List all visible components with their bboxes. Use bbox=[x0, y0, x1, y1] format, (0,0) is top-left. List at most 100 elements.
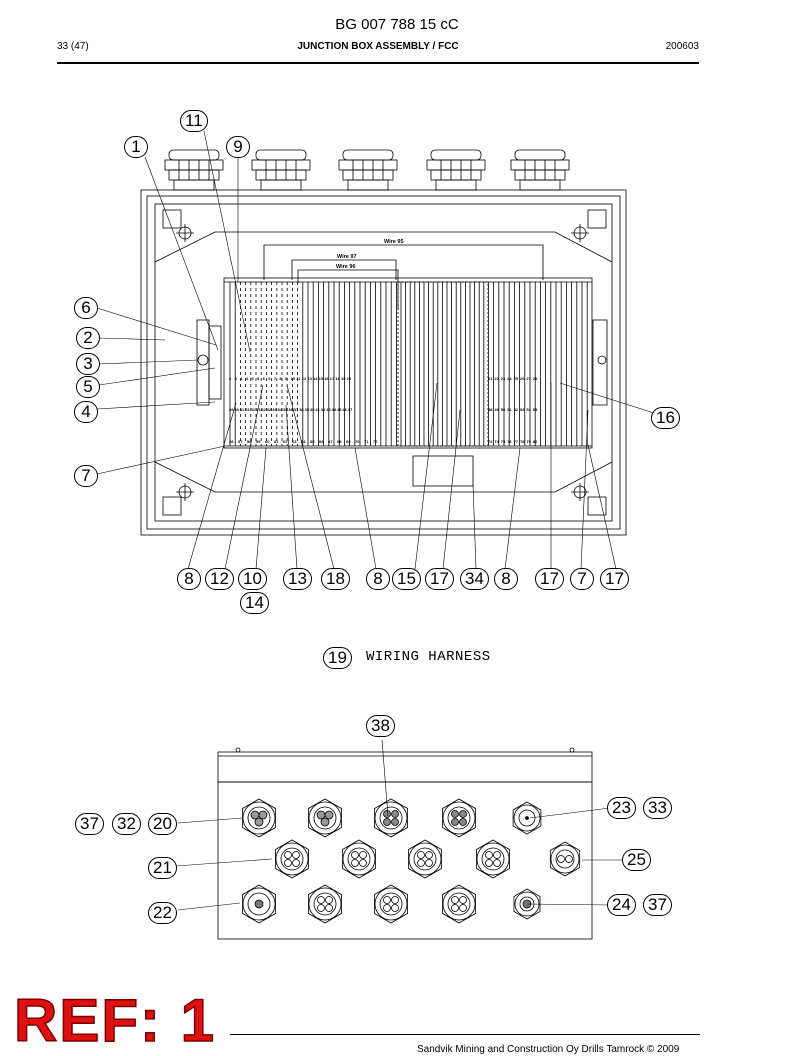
document-date: 200603 bbox=[665, 41, 699, 52]
cable-gland-front-13 bbox=[374, 884, 408, 924]
cable-gland-front-12 bbox=[308, 884, 342, 924]
terminal-label: 21 bbox=[488, 376, 493, 381]
callout-17b: 17 bbox=[535, 568, 564, 590]
wire-96-label: Wire 96 bbox=[336, 264, 356, 270]
header-row: 33 (47) JUNCTION BOX ASSEMBLY / FCC 2006… bbox=[57, 41, 699, 55]
junction-box-front-view bbox=[217, 747, 593, 940]
header-rule bbox=[57, 62, 699, 64]
inner-chamfer-bottom bbox=[154, 461, 613, 493]
wire-95-label: Wire 95 bbox=[384, 239, 404, 245]
terminal-label: 52 bbox=[514, 407, 519, 412]
terminal-label: 72 bbox=[373, 439, 378, 444]
terminal-label: 23 bbox=[501, 376, 506, 381]
terminal-label: 80 bbox=[533, 439, 538, 444]
callout-33: 33 bbox=[643, 797, 672, 819]
cable-gland-top-4 bbox=[426, 149, 486, 191]
wiring-harness-label: WIRING HARNESS bbox=[366, 649, 491, 665]
box-body bbox=[217, 781, 593, 940]
cable-gland-front-8 bbox=[408, 839, 442, 879]
terminal-label: 28 bbox=[229, 439, 234, 444]
enclosure-rim bbox=[146, 195, 621, 530]
wire-95-bracket bbox=[263, 244, 544, 280]
callout-9: 9 bbox=[226, 136, 250, 158]
terminal-label: 60 bbox=[265, 439, 270, 444]
callout-5: 5 bbox=[76, 376, 100, 398]
callout-8c: 8 bbox=[494, 568, 518, 590]
inner-chamfer-top bbox=[154, 231, 613, 263]
callout-17c: 17 bbox=[600, 568, 629, 590]
terminal-label: 75 bbox=[501, 439, 506, 444]
terminal-blocks bbox=[224, 281, 592, 447]
terminal-label: 53 bbox=[520, 407, 525, 412]
terminal-label: 3 bbox=[235, 376, 238, 381]
terminal-label: 42 bbox=[321, 407, 326, 412]
terminal-label: 57 bbox=[238, 439, 243, 444]
wire-96-bracket bbox=[297, 269, 399, 310]
terminal-label: 18 bbox=[335, 376, 340, 381]
callout-13: 13 bbox=[283, 568, 312, 590]
terminal-label: 47 bbox=[348, 407, 353, 412]
terminal-label: 32 bbox=[267, 407, 272, 412]
terminal-label: 26 bbox=[520, 376, 525, 381]
junction-box-top-view bbox=[140, 149, 627, 536]
callout-16: 16 bbox=[651, 407, 680, 429]
cable-gland-front-1 bbox=[242, 798, 276, 838]
terminal-label: 68 bbox=[337, 439, 342, 444]
cable-gland-front-4 bbox=[442, 798, 476, 838]
relay-box bbox=[412, 455, 474, 487]
cable-gland-front-9 bbox=[476, 839, 510, 879]
terminal-label: 41 bbox=[315, 407, 320, 412]
terminal-label: 61 bbox=[274, 439, 279, 444]
terminal-label: 10 bbox=[291, 376, 296, 381]
terminal-label: 31 bbox=[256, 407, 261, 412]
terminal-label: 55 bbox=[533, 407, 538, 412]
cable-gland-front-6 bbox=[275, 839, 309, 879]
terminal-label: 31 bbox=[245, 407, 250, 412]
terminal-label: 4 bbox=[240, 376, 243, 381]
terminal-label: 16 bbox=[324, 376, 329, 381]
callout-34: 34 bbox=[460, 568, 489, 590]
terminal-label: 4 bbox=[246, 376, 249, 381]
terminal-label: 33 bbox=[272, 407, 277, 412]
terminal-label: 27 bbox=[526, 376, 531, 381]
terminal-label: 20 bbox=[347, 376, 352, 381]
terminal-label: 13 bbox=[307, 376, 312, 381]
cable-gland-top-5 bbox=[510, 149, 570, 191]
callout-8b: 8 bbox=[366, 568, 390, 590]
terminal-label: 77 bbox=[514, 439, 519, 444]
callout-4: 4 bbox=[74, 401, 98, 423]
callout-11: 11 bbox=[180, 110, 208, 132]
terminal-label: 38 bbox=[299, 407, 304, 412]
terminal-label: 62 bbox=[283, 439, 288, 444]
terminal-label: 45 bbox=[337, 407, 342, 412]
terminal-label: 32 bbox=[261, 407, 266, 412]
wire-97-label: Wire 97 bbox=[337, 254, 357, 260]
page-title: JUNCTION BOX ASSEMBLY / FCC bbox=[297, 41, 459, 52]
callout-7: 7 bbox=[74, 465, 98, 487]
callout-12: 12 bbox=[205, 568, 234, 590]
earth-screw-left bbox=[197, 354, 209, 366]
leader-lines-top bbox=[96, 130, 655, 570]
callout-22: 22 bbox=[148, 902, 177, 924]
terminal-label: 71 bbox=[364, 439, 369, 444]
terminal-label: 17 bbox=[330, 376, 335, 381]
callout-18: 18 bbox=[321, 568, 350, 590]
cable-glands bbox=[164, 149, 570, 191]
callout-14: 14 bbox=[240, 592, 269, 614]
terminal-label: 78 bbox=[520, 439, 525, 444]
terminal-label: 50 bbox=[501, 407, 506, 412]
spare-terminals bbox=[397, 281, 489, 447]
left-bracket-inner bbox=[208, 325, 222, 400]
terminal-label: 9 bbox=[285, 376, 288, 381]
reference-stamp: REF: 1 bbox=[13, 986, 217, 1055]
terminal-label: 54 bbox=[526, 407, 531, 412]
lid bbox=[217, 751, 593, 783]
terminal-label: 76 bbox=[507, 439, 512, 444]
terminal-label: 40 bbox=[310, 407, 315, 412]
terminal-label: 65 bbox=[310, 439, 315, 444]
terminal-label: 11 bbox=[296, 376, 301, 381]
callout-38: 38 bbox=[366, 715, 395, 737]
cable-gland-front-3 bbox=[374, 798, 408, 838]
cable-gland-top-1 bbox=[164, 149, 224, 191]
